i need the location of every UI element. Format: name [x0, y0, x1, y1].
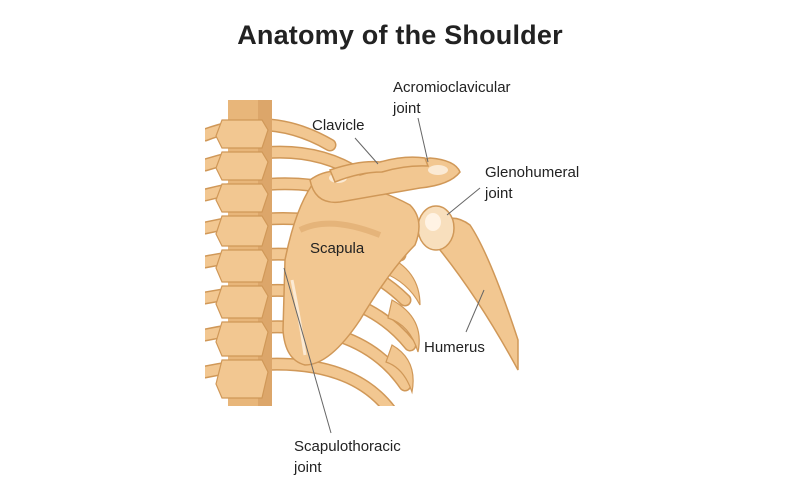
label-scapula: Scapula [310, 238, 364, 259]
label-line: joint [485, 185, 513, 202]
label-scapulothoracic-joint: Scapulothoracic joint [294, 436, 401, 478]
label-line: joint [294, 459, 322, 476]
label-line: Glenohumeral [485, 164, 580, 181]
label-line: Humerus [424, 339, 485, 356]
leader-lines [283, 117, 485, 434]
label-line: Clavicle [312, 117, 365, 134]
label-line: joint [393, 100, 421, 117]
label-glenohumeral-joint: Glenohumeral joint [485, 162, 579, 204]
label-acromioclavicular-joint: Acromioclavicular joint [393, 77, 511, 119]
label-humerus: Humerus [424, 337, 485, 358]
humerus [417, 205, 519, 371]
clavicle [328, 156, 430, 183]
diagram-title: Anatomy of the Shoulder [237, 20, 563, 50]
label-clavicle: Clavicle [312, 115, 365, 136]
label-line: Acromioclavicular [393, 79, 511, 96]
scapula [282, 157, 461, 366]
label-line: Scapulothoracic [294, 438, 401, 455]
label-line: Scapula [310, 240, 365, 257]
